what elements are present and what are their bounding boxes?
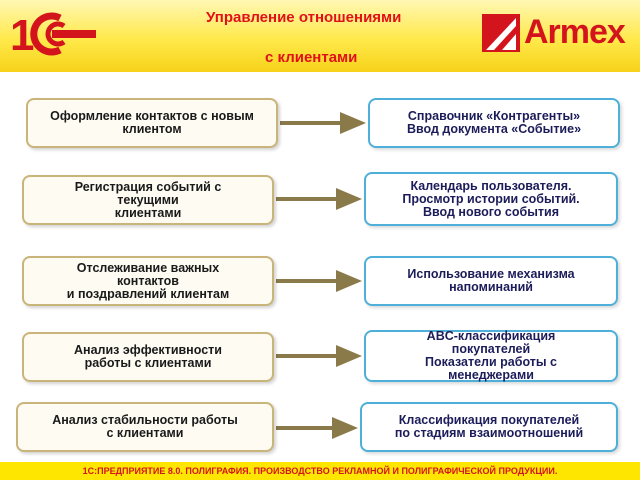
arrow-row-3 <box>276 270 362 292</box>
right-box-line: Ввод документа «Событие» <box>406 122 582 136</box>
right-box-abc-classification: ABC-классификация покупателей Показатели… <box>364 330 618 382</box>
armex-logo-text: Armex <box>524 13 626 51</box>
right-box-line: Справочник «Контрагенты» <box>407 109 581 123</box>
1c-logo: 1 <box>10 11 96 56</box>
left-box-line: контактов <box>117 273 179 288</box>
right-box-line: Просмотр истории событий. <box>402 191 580 206</box>
left-box-stability-analysis: Анализ стабильности работы с клиентами <box>16 402 274 452</box>
left-box-line: работы с клиентами <box>84 356 212 370</box>
arrow-row-5 <box>276 417 358 439</box>
left-box-line: Анализ эффективности <box>74 343 222 357</box>
left-box-line: клиентом <box>122 122 182 136</box>
footer-text: 1С:ПРЕДПРИЯТИЕ 8.0. ПОЛИГРАФИЯ. ПРОИЗВОД… <box>82 466 558 476</box>
left-box-important-contacts: Отслеживание важных контактов и поздравл… <box>22 256 274 306</box>
arrow-row-2 <box>276 188 362 210</box>
right-box-line: менеджерами <box>448 368 534 382</box>
right-box-reminders: Использование механизма напоминаний <box>364 256 618 306</box>
page-title-line2: с клиентами <box>265 49 358 66</box>
armex-logo <box>482 14 520 52</box>
right-box-line: напоминаний <box>449 280 533 294</box>
left-box-event-registration: Регистрация событий с текущими клиентами <box>22 175 274 225</box>
arrow-row-4 <box>276 345 362 367</box>
left-box-line: с клиентами <box>106 426 184 440</box>
left-box-line: Отслеживание важных <box>76 260 220 275</box>
left-box-line: Регистрация событий с <box>74 179 222 194</box>
right-box-counterparties: Справочник «Контрагенты» Ввод документа … <box>368 98 620 148</box>
arrow-row-1 <box>280 112 366 134</box>
left-box-line: и поздравлений клиентам <box>66 286 230 301</box>
page-title-line1: Управление отношениями <box>206 9 402 26</box>
right-box-line: Классификация покупателей <box>398 413 580 427</box>
header-banner: 1 Управление отношениями с клиентами Arm… <box>0 0 640 72</box>
left-box-line: текущими <box>117 192 179 207</box>
right-box-line: по стадиям взаимоотношений <box>394 426 584 440</box>
left-box-new-contacts: Оформление контактов с новым клиентом <box>26 98 278 148</box>
right-box-buyer-classification: Классификация покупателей по стадиям вза… <box>360 402 618 452</box>
right-box-line: покупателей <box>451 342 531 356</box>
footer-bar: 1С:ПРЕДПРИЯТИЕ 8.0. ПОЛИГРАФИЯ. ПРОИЗВОД… <box>0 462 640 480</box>
right-box-line: Календарь пользователя. <box>410 178 572 193</box>
right-box-line: Использование механизма <box>407 267 575 281</box>
right-box-line: ABC-классификация <box>426 329 556 343</box>
right-box-user-calendar: Календарь пользователя. Просмотр истории… <box>364 172 618 226</box>
right-box-line: Показатели работы с <box>424 355 557 369</box>
left-box-line: Анализ стабильности работы <box>52 413 238 427</box>
left-box-line: клиентами <box>114 205 182 220</box>
left-box-efficiency-analysis: Анализ эффективности работы с клиентами <box>22 332 274 382</box>
right-box-line: Ввод нового события <box>423 204 559 219</box>
left-box-line: Оформление контактов с новым <box>50 109 254 123</box>
